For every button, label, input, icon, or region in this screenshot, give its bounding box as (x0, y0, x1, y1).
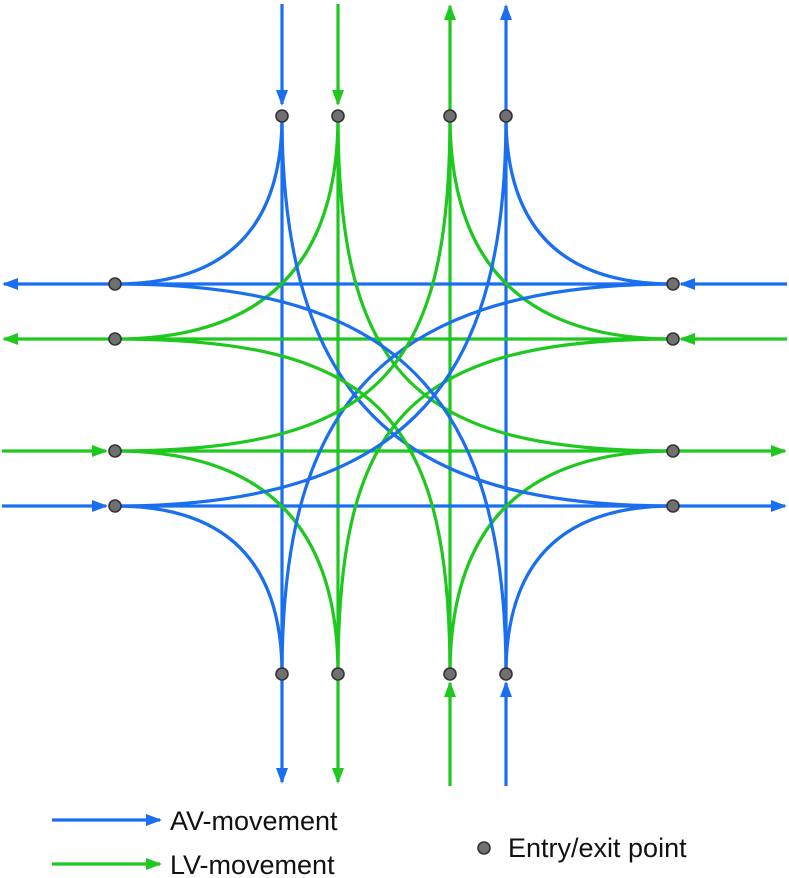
av-right-turn-nw (114, 115, 284, 286)
lv-left-turn-from-east (336, 337, 674, 675)
av-left-turn-from-north (280, 115, 674, 508)
entry-exit-point (666, 499, 680, 513)
av-right-turn-ne (504, 115, 674, 286)
entry-exit-point (108, 444, 122, 458)
entry-exit-point (443, 109, 457, 123)
entry-exit-point (108, 499, 122, 513)
av-left-turn-from-east (280, 282, 674, 675)
lv-left-turn-from-west (114, 115, 452, 453)
av-left-turn-from-south (114, 282, 508, 675)
av-legend-label: AV-movement (170, 806, 338, 836)
entry-exit-point (108, 277, 122, 291)
entry-exit-point (666, 444, 680, 458)
legend: AV-movement LV-movement Entry/exit point (52, 806, 687, 878)
entry-exit-point (666, 332, 680, 346)
entry-exit-point (331, 109, 345, 123)
entry-exit-point (499, 667, 513, 681)
lv-legend-label: LV-movement (170, 850, 335, 878)
lv-left-turn-from-north (336, 115, 674, 453)
entry-exit-legend-label: Entry/exit point (508, 833, 687, 863)
entry-exit-point (499, 109, 513, 123)
lv-right-turn-nw (114, 115, 340, 341)
lv-right-turn-se (448, 449, 674, 675)
entry-exit-point (108, 332, 122, 346)
entry-exit-point (275, 109, 289, 123)
entry-exit-point (666, 277, 680, 291)
av-left-turn-from-west (114, 115, 508, 508)
av-right-turn-se (504, 504, 674, 675)
entry-exit-point (443, 667, 457, 681)
entry-exit-point (275, 667, 289, 681)
lv-left-turn-from-south (114, 337, 452, 675)
entry-exit-point (331, 667, 345, 681)
lv-right-turn-sw (114, 449, 340, 675)
lv-right-turn-ne (448, 115, 674, 341)
entry-exit-legend-dot (477, 841, 491, 855)
av-right-turn-sw (114, 504, 284, 675)
